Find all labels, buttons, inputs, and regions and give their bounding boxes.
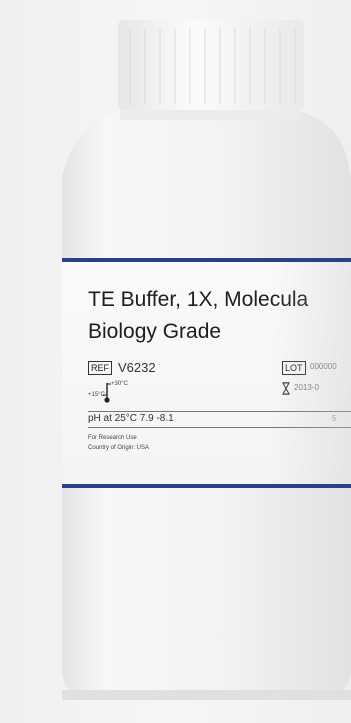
bottle-cap: [118, 20, 304, 110]
ref-value: V6232: [118, 360, 156, 375]
storage-temperature: +15°C +30°C: [88, 380, 168, 406]
bottle-base-shadow: [62, 690, 351, 700]
country-of-origin-text: Country of Origin: USA: [88, 445, 150, 451]
product-title: TE Buffer, 1X, Molecula Biology Grade: [88, 284, 308, 348]
temp-high: +30°C: [111, 381, 128, 387]
product-label: TE Buffer, 1X, Molecula Biology Grade RE…: [62, 258, 351, 488]
ph-right-value: 5: [332, 414, 337, 423]
research-info: For Research Use Country of Origin: USA: [88, 433, 149, 453]
hourglass-icon: [282, 382, 290, 395]
research-use-text: For Research Use: [88, 435, 137, 441]
ref-lot-row: REF V6232 LOT 000000: [88, 360, 351, 377]
ref-symbol: REF: [88, 361, 112, 375]
title-line-2: Biology Grade: [88, 320, 222, 343]
lot-symbol: LOT: [282, 361, 306, 375]
ph-text: pH at 25°C 7.9 -8.1: [88, 413, 174, 424]
thermometer-icon: [103, 383, 111, 403]
ph-row: pH at 25°C 7.9 -8.1 5: [88, 411, 351, 428]
temp-low: +15°C: [88, 392, 105, 398]
lot-value: 000000: [310, 362, 337, 371]
bottle-shoulder: [62, 112, 351, 190]
title-line-1: TE Buffer, 1X, Molecula: [88, 288, 309, 311]
expiry-value: 2013-0: [294, 383, 319, 392]
